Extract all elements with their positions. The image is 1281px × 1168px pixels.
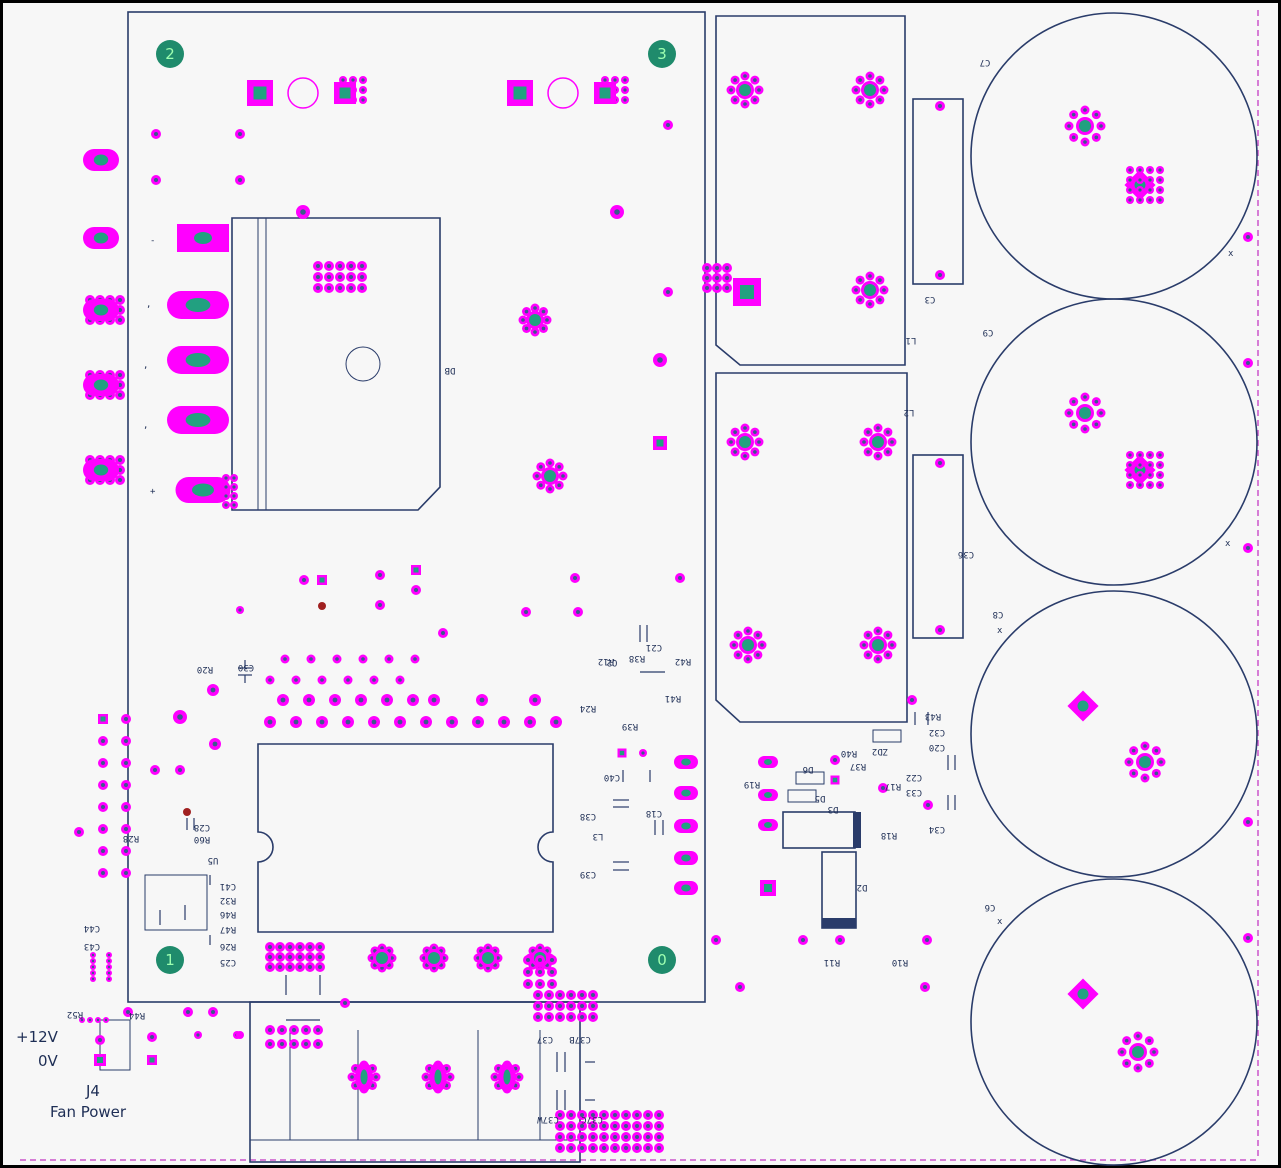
fiducial-3: 3: [648, 40, 676, 68]
svg-text:0: 0: [657, 951, 667, 969]
refdes-label: D2: [857, 882, 868, 892]
refdes-label: C20: [929, 742, 945, 752]
refdes-label: DB: [445, 365, 456, 375]
svg-text:1: 1: [165, 951, 175, 969]
refdes-label: L2: [904, 407, 915, 417]
refdes-label: R20: [197, 664, 213, 674]
bottom-connector-outline: [249, 1001, 581, 1163]
refdes-label: R12: [598, 656, 614, 666]
connector-desc: Fan Power: [50, 1103, 127, 1121]
refdes-label: U5: [208, 855, 219, 865]
refdes-label: C8: [993, 609, 1004, 619]
refdes-label: C40: [604, 772, 620, 782]
polarity-mark: ,: [143, 361, 148, 371]
ic-outline: [257, 743, 554, 933]
db-outline: [231, 217, 441, 511]
refdes-label: C44: [84, 923, 100, 933]
svg-text:3: 3: [657, 45, 667, 63]
refdes-label: C37W: [537, 1114, 559, 1124]
refdes-label: R41: [665, 693, 681, 703]
refdes-label: C32: [929, 727, 945, 737]
refdes-label: D3: [828, 804, 839, 814]
refdes-label: C21: [646, 642, 662, 652]
refdes-label: L1: [906, 335, 917, 345]
refdes-label: R40: [841, 748, 857, 758]
c3-outline: [912, 98, 964, 285]
d2-outline: [821, 851, 857, 929]
refdes-label: L3: [593, 831, 604, 841]
c9-outline: [970, 298, 1258, 586]
c6-outline: [970, 878, 1258, 1166]
refdes-label: C30: [238, 662, 254, 672]
refdes-label: R47: [220, 924, 236, 934]
refdes-label: R28: [123, 833, 139, 843]
refdes-label: C39: [580, 869, 596, 879]
l2-outline: [715, 372, 908, 723]
refdes-label: C28: [194, 822, 210, 832]
refdes-label: R17: [885, 781, 901, 791]
c7-outline: [970, 12, 1258, 300]
polarity-mark: ,: [146, 300, 151, 310]
polarity-mark: -: [150, 236, 155, 246]
refdes-label: C33: [906, 787, 922, 797]
refdes-label: C37C: [581, 1114, 603, 1124]
refdes-label: R52: [67, 1009, 83, 1019]
svg-text:2: 2: [165, 45, 175, 63]
refdes-label: R24: [580, 703, 596, 713]
refdes-label: C25: [220, 957, 236, 967]
refdes-label: C36: [958, 549, 974, 559]
d3-outline: [782, 811, 856, 849]
refdes-label: R26: [220, 941, 236, 951]
refdes-label: C41: [220, 881, 236, 891]
c36-outline: [912, 454, 964, 639]
refdes-label: R44: [129, 1010, 145, 1020]
refdes-label: C37B: [569, 1034, 591, 1044]
refdes-label: C6: [985, 902, 996, 912]
c8-outline: [970, 590, 1258, 878]
refdes-label: C18: [646, 808, 662, 818]
refdes-label: C37: [537, 1034, 553, 1044]
refdes-label: R11: [824, 957, 840, 967]
fiducial-2: 2: [156, 40, 184, 68]
polarity-mark: +: [150, 487, 156, 497]
polarity-mark: x: [997, 917, 1003, 927]
refdes-label: R18: [881, 830, 897, 840]
refdes-label: C22: [906, 772, 922, 782]
refdes-label: R39: [622, 721, 638, 731]
polarity-mark: ,: [143, 421, 148, 431]
connector-name: J4: [85, 1082, 100, 1100]
label-0v: 0V: [38, 1052, 59, 1070]
refdes-label: R19: [744, 779, 760, 789]
refdes-label: R46: [220, 909, 236, 919]
fiducial-0: 0: [648, 946, 676, 974]
label-12v: +12V: [16, 1028, 59, 1046]
refdes-label: C43: [84, 941, 100, 951]
fiducial-1: 1: [156, 946, 184, 974]
refdes-label: R60: [194, 834, 210, 844]
refdes-label: D6: [803, 764, 814, 774]
l1-outline: [715, 15, 906, 366]
refdes-label: R43: [925, 711, 941, 721]
refdes-label: ZD2: [872, 746, 888, 756]
module-outline: [127, 11, 706, 1003]
polarity-mark: x: [997, 626, 1003, 636]
refdes-label: R32: [220, 895, 236, 905]
polarity-mark: x: [1225, 539, 1231, 549]
refdes-label: R10: [892, 957, 908, 967]
refdes-label: R42: [675, 656, 691, 666]
polarity-mark: x: [1228, 249, 1234, 259]
refdes-label: C9: [983, 327, 994, 337]
refdes-label: R38: [629, 653, 645, 663]
refdes-label: C34: [929, 824, 945, 834]
refdes-label: R37: [850, 761, 866, 771]
refdes-label: D5: [815, 793, 826, 803]
refdes-label: Q2: [607, 657, 618, 667]
refdes-label: C38: [580, 811, 596, 821]
refdes-label: C7: [980, 57, 991, 67]
refdes-label: C3: [925, 294, 936, 304]
